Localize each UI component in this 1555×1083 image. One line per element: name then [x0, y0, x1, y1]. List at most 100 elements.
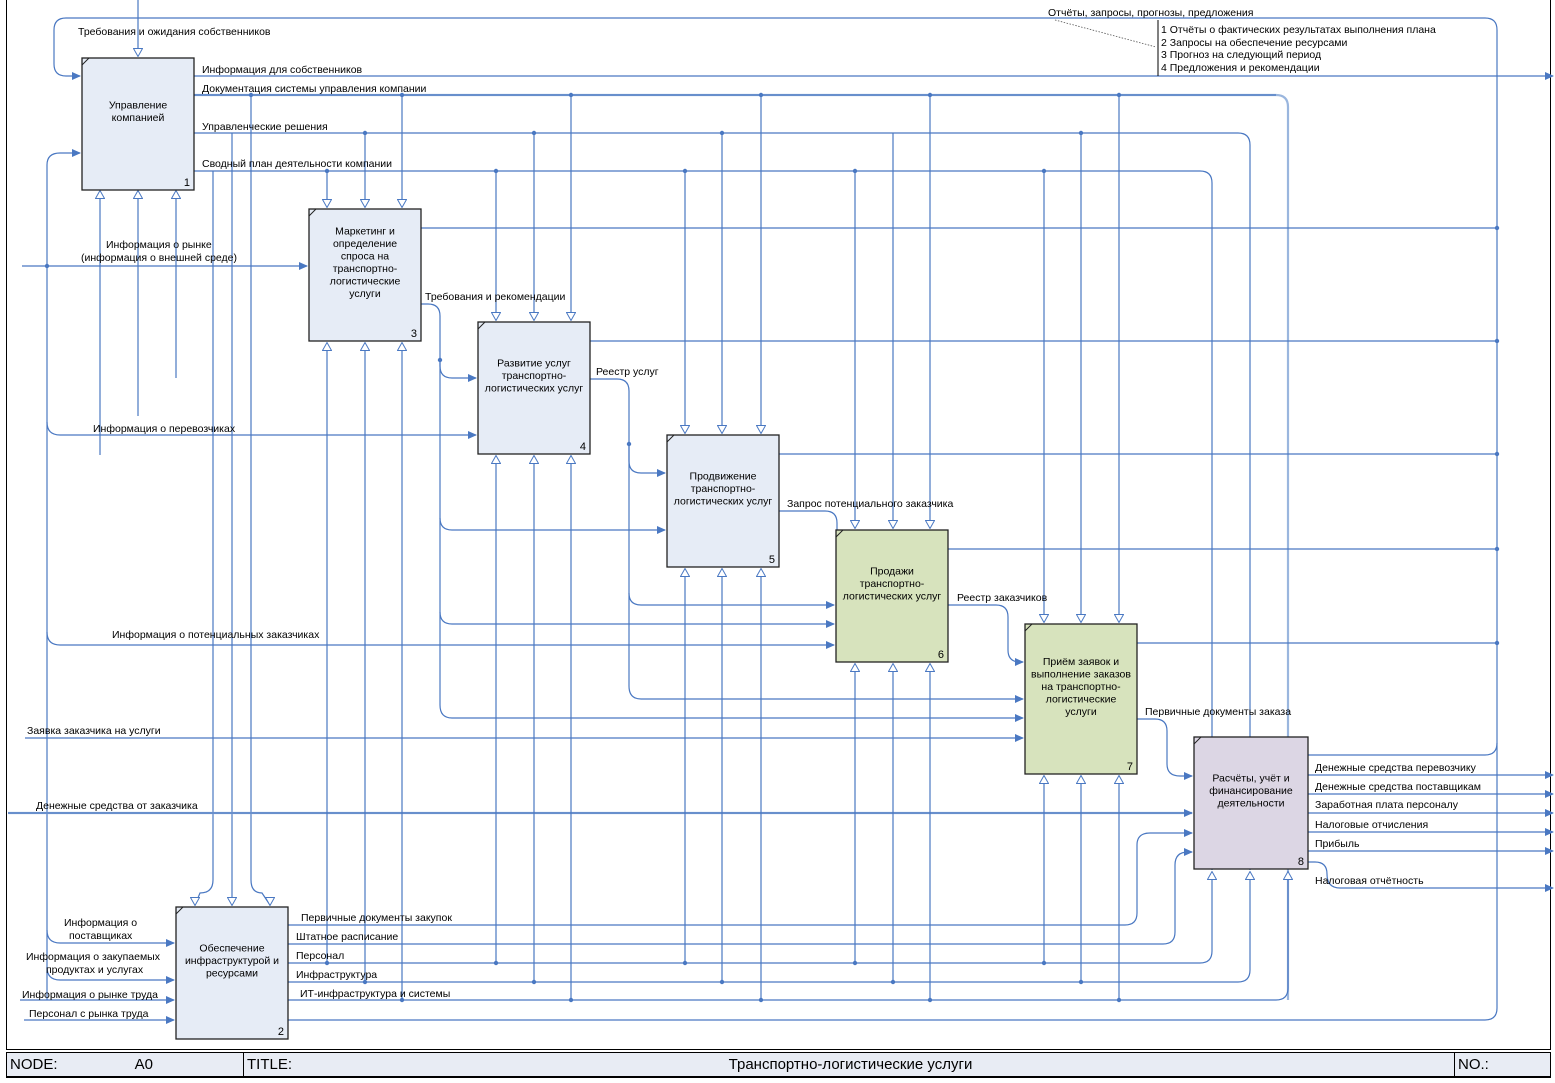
activity-box-number: 1 — [184, 177, 190, 189]
label-carrier-money: Денежные средства перевозчику — [1315, 762, 1477, 774]
mgmt-documentation-line — [194, 93, 1290, 1000]
activity-box-title-line: спроса на — [341, 251, 389, 263]
activity-box-number: 3 — [411, 328, 417, 340]
box-corner-mark — [1193, 736, 1202, 745]
label-market-info-line2: (информация о внешней среде) — [81, 252, 237, 264]
activity-box-number: 5 — [769, 554, 775, 566]
potential-customers-arrow — [46, 631, 835, 649]
left-bus-arrow — [46, 149, 81, 166]
label-reports-header: Отчёты, запросы, прогнозы, предложения — [1048, 7, 1253, 19]
activity-box-title-line: логистических услуг — [485, 382, 584, 394]
purchase-docs-arrow — [288, 829, 1193, 926]
label-carriers-info: Информация о перевозчиках — [93, 423, 236, 435]
activity-box-title-line: Управление — [109, 100, 168, 112]
it-infrastructure-line — [288, 872, 1288, 1001]
label-suppliers-info-line1: Информация о — [64, 917, 137, 929]
box8-feedback-line — [1308, 742, 1498, 756]
activity-box-title-line: логистических услуг — [843, 590, 942, 602]
activity-box-title-line: транспортно- — [333, 263, 398, 275]
box-corner-mark — [666, 434, 675, 443]
carriers-info-arrow — [46, 421, 477, 439]
activity-box-number: 4 — [580, 441, 586, 453]
reports-legend: 1 Отчёты о фактических результатах выпол… — [1054, 19, 1436, 76]
activity-box-title-line: логистические — [1046, 693, 1117, 705]
label-potential-customer-request: Запрос потенциального заказчика — [787, 498, 953, 510]
box-corner-mark — [835, 529, 844, 538]
label-mgmt-documentation: Документация системы управления компании — [202, 83, 427, 95]
personnel-line — [288, 872, 1212, 964]
services-to-7-arrow — [628, 593, 1024, 703]
label-owners-requirements: Требования и ожидания собственников — [78, 26, 271, 38]
label-suppliers-info-line2: поставщиках — [69, 930, 133, 942]
label-summary-plan: Сводный план деятельности компании — [202, 158, 392, 170]
activity-box-title-line: услуги — [1065, 706, 1097, 718]
diagram-title: Транспортно-логистические услуги — [728, 1056, 973, 1073]
control-arrow — [195, 171, 214, 905]
arrow-lines — [8, 0, 1554, 1024]
activity-box-number: 6 — [938, 649, 944, 661]
label-infrastructure: Инфраструктура — [296, 969, 377, 981]
node-cell: NODE: A0 — [7, 1053, 244, 1076]
mgmt-decisions-line — [194, 132, 1251, 870]
label-labor-market-staff: Персонал с рынка труда — [29, 1008, 149, 1020]
label-customer-request: Заявка заказчика на услуги — [27, 725, 161, 737]
box-corner-mark — [477, 321, 486, 330]
title-cell: TITLE: Транспортно-логистические услуги — [244, 1053, 1455, 1076]
activity-box-number: 7 — [1127, 761, 1133, 773]
requirements-arrow — [421, 303, 477, 382]
activity-box-number: 2 — [278, 1026, 284, 1038]
labor-to-feedback-line — [288, 745, 1498, 1021]
label-purchase-docs: Первичные документы закупок — [301, 912, 452, 924]
label-labor-market-info: Информация о рынке труда — [22, 989, 158, 1001]
label-primary-order-docs: Первичные документы заказа — [1145, 706, 1291, 718]
box-corner-mark — [175, 906, 184, 915]
number-cell: NO.: — [1455, 1053, 1550, 1076]
activity-box-title-line: определение — [333, 238, 397, 250]
label-customer-money: Денежные средства от заказчика — [36, 800, 198, 812]
title-block: NODE: A0 TITLE: Транспортно-логистически… — [6, 1052, 1551, 1078]
node-label: NODE: — [10, 1056, 58, 1073]
arrow-labels: Требования и ожидания собственников Инфо… — [22, 7, 1481, 1020]
junction-dot — [1494, 451, 1500, 457]
label-info-for-owners: Информация для собственников — [202, 64, 363, 76]
label-purchased-info-line2: продуктах и услугах — [46, 964, 144, 976]
legend-item: 4 Предложения и рекомендации — [1161, 62, 1320, 74]
legend-item: 1 Отчёты о фактических результатах выпол… — [1161, 24, 1436, 36]
label-customers-registry: Реестр заказчиков — [957, 592, 1048, 604]
activity-box-title-line: деятельности — [1218, 797, 1285, 809]
junction-dot — [1494, 225, 1500, 231]
activity-box-title-line: на транспортно- — [1041, 681, 1121, 693]
label-it-infrastructure: ИТ-инфраструктура и системы — [300, 988, 450, 1000]
infrastructure-line — [288, 872, 1250, 983]
activity-box-rect — [666, 434, 780, 568]
legend-item: 2 Запросы на обеспечение ресурсами — [1161, 37, 1348, 49]
requirements-to-6-arrow — [439, 611, 835, 628]
label-requirements-recommendations: Требования и рекомендации — [425, 291, 566, 303]
activity-box-rect — [308, 208, 422, 342]
activity-box-title-line: транспортно- — [691, 483, 756, 495]
activity-box-title-line: выполнение заказов — [1031, 668, 1131, 680]
label-personnel: Персонал — [296, 950, 344, 962]
box-corner-mark — [308, 208, 317, 217]
activity-box-rect — [175, 906, 289, 1040]
activity-box-rect — [1193, 736, 1309, 870]
label-services-registry: Реестр услуг — [596, 366, 659, 378]
label-supplier-money: Денежные средства поставщикам — [1315, 781, 1481, 793]
activity-box-title-line: компанией — [112, 112, 165, 124]
control-arrow — [250, 95, 270, 905]
junction-dot — [1494, 338, 1500, 344]
activity-box-title-line: Расчёты, учёт и — [1212, 772, 1289, 784]
number-label: NO.: — [1458, 1056, 1489, 1073]
